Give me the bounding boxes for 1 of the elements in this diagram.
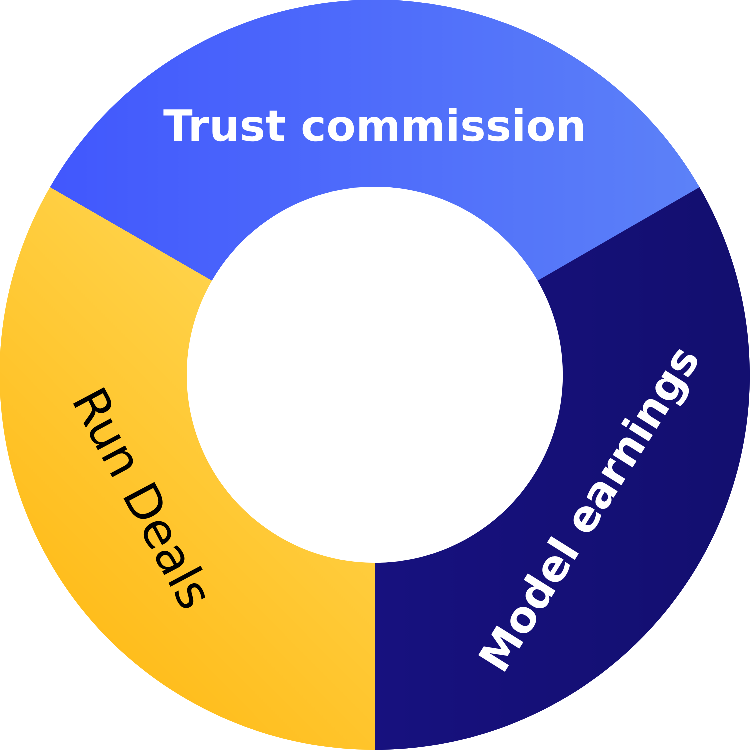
segment-label: Trust commission [164,108,584,142]
